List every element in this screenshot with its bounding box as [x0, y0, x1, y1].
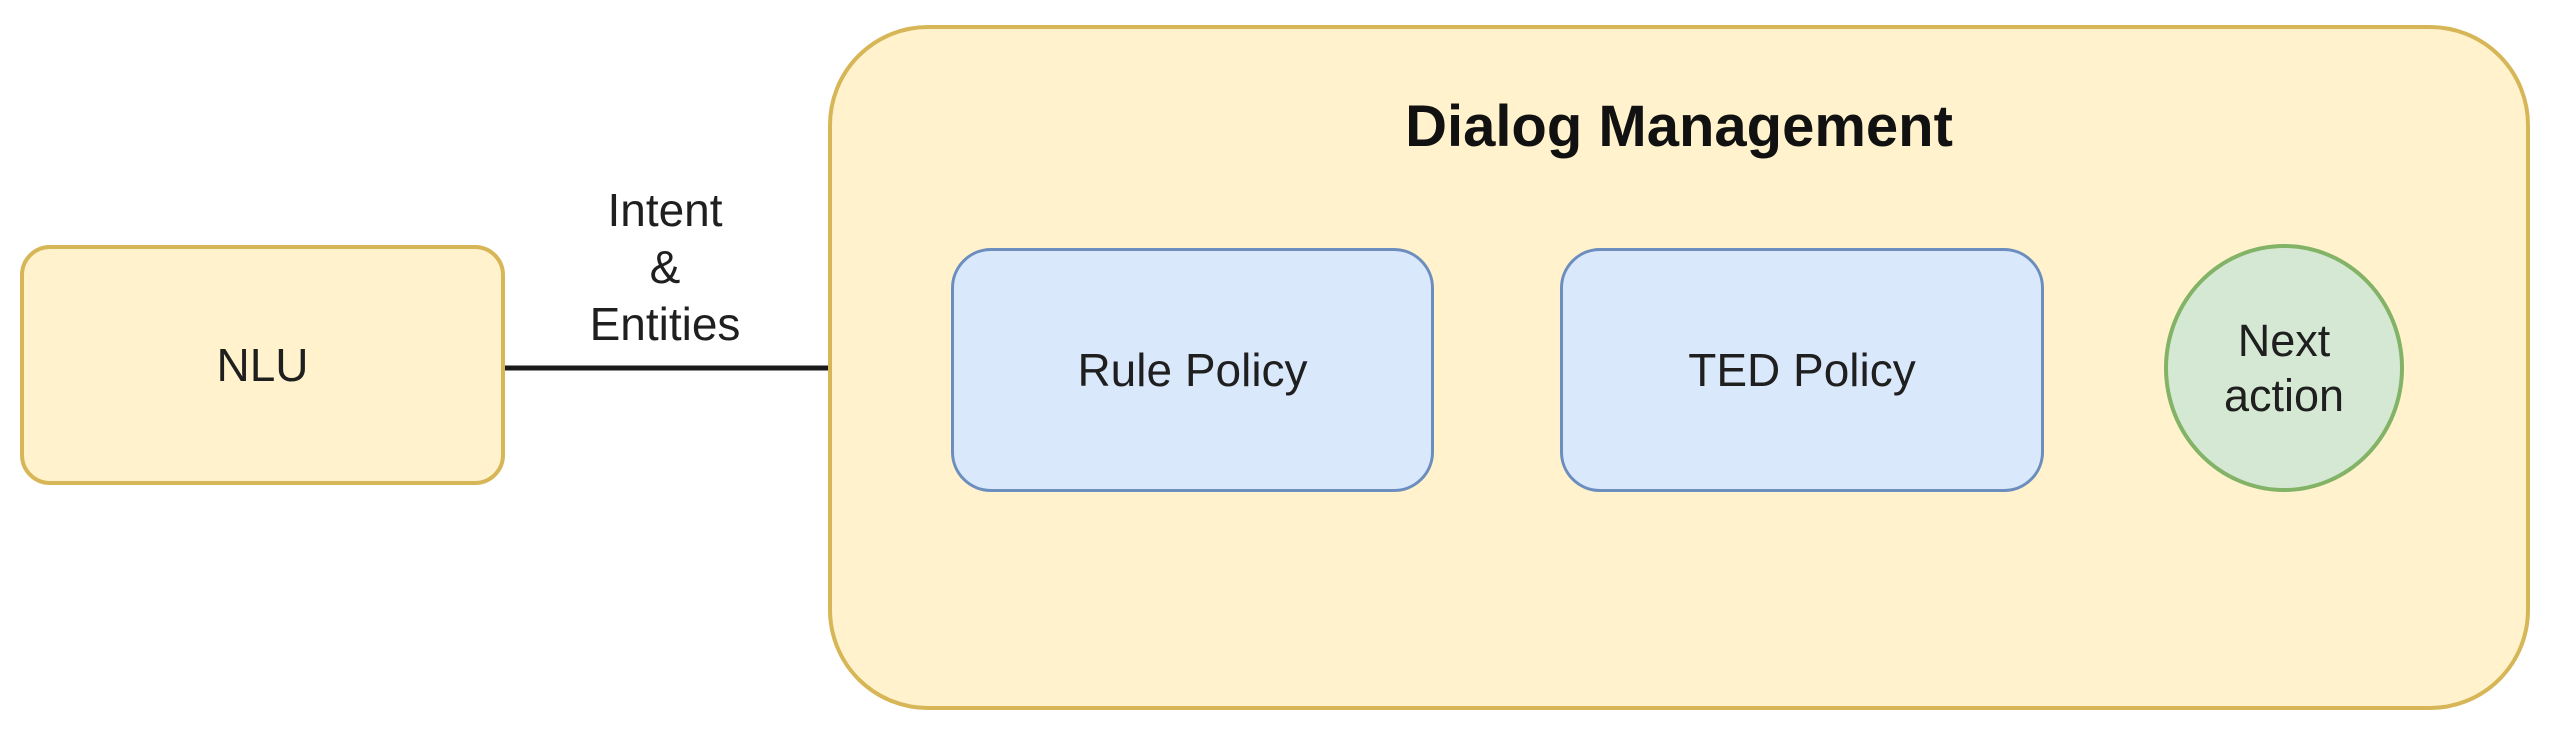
- ted-policy-label: TED Policy: [1688, 344, 1916, 396]
- nlu-label: NLU: [216, 339, 309, 391]
- edge-label-intent-entities: Intent & Entities: [515, 182, 815, 353]
- edge-label-line3: Entities: [589, 298, 741, 350]
- next-action-label-line2: action: [2223, 370, 2345, 421]
- edge-label-line2: &: [649, 241, 681, 293]
- nlu-node: NLU: [20, 245, 505, 485]
- edge-label-line1: Intent: [607, 184, 723, 236]
- next-action-node: Next action: [2164, 244, 2404, 492]
- dialog-management-title: Dialog Management: [1405, 94, 1953, 159]
- ted-policy-node: TED Policy: [1560, 248, 2044, 492]
- rule-policy-node: Rule Policy: [951, 248, 1434, 492]
- rule-policy-label: Rule Policy: [1077, 344, 1308, 396]
- next-action-label-line1: Next: [2237, 315, 2331, 366]
